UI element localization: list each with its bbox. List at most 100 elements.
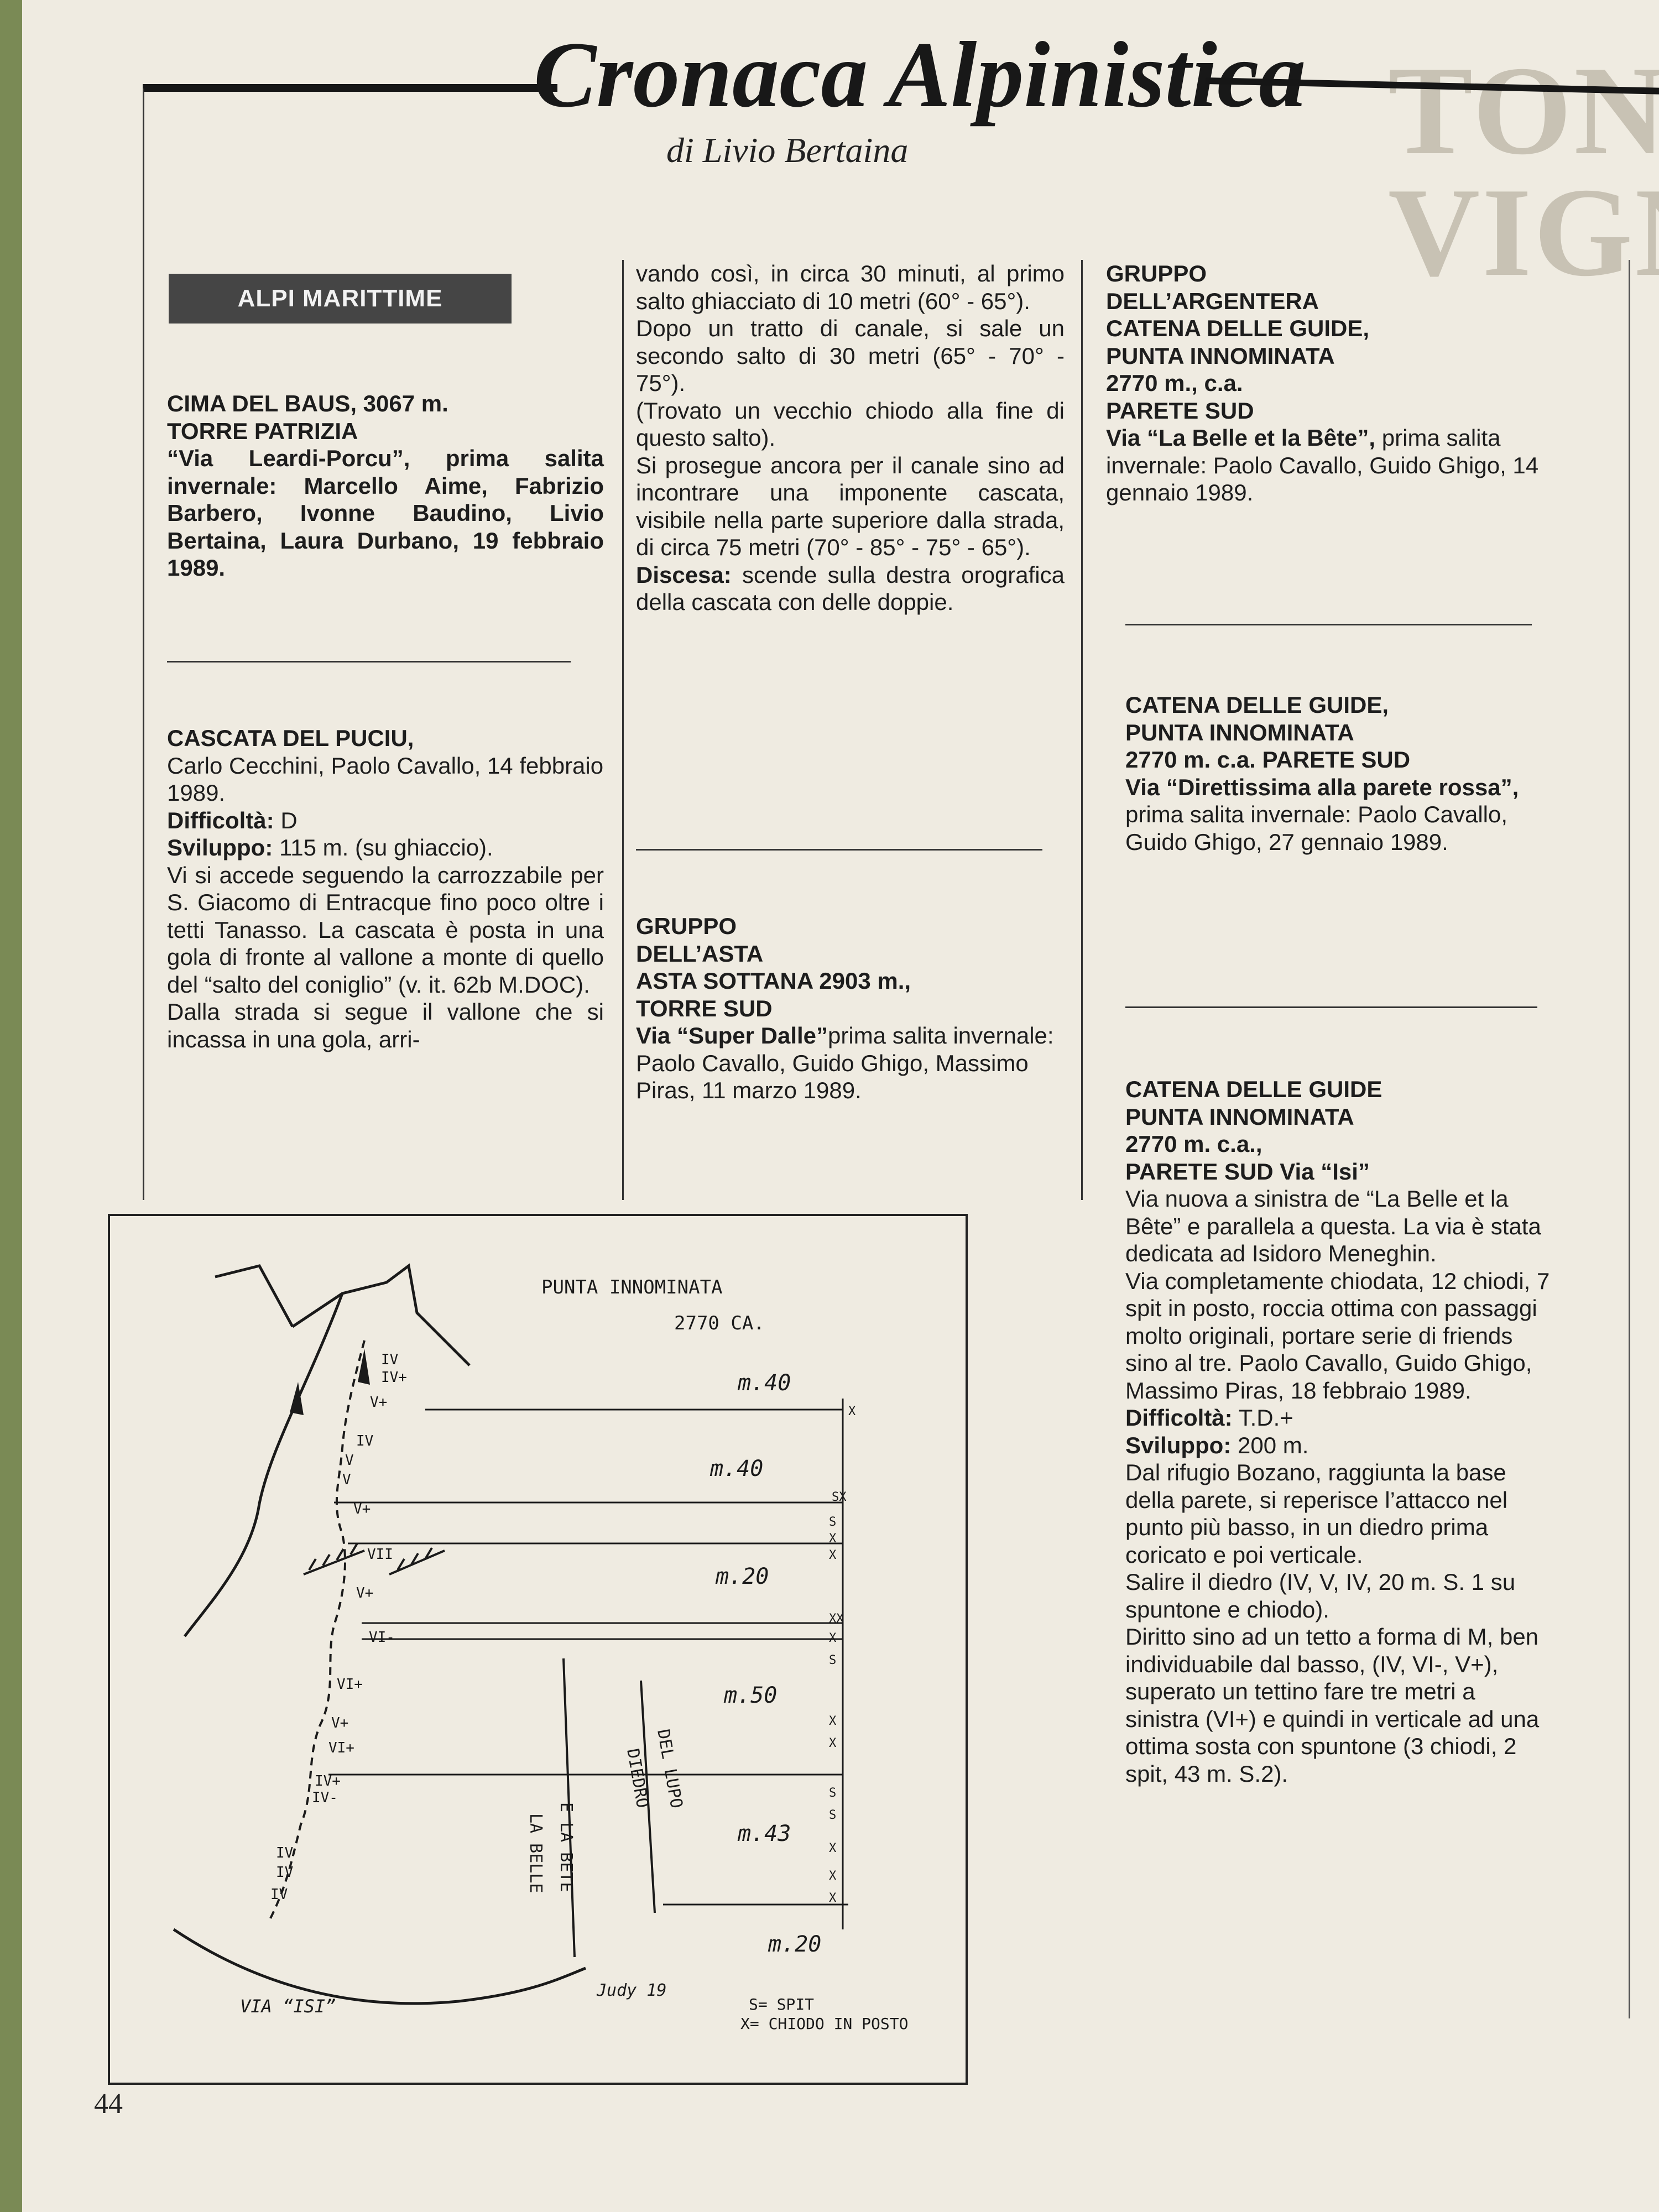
belay-mark: X (829, 1869, 837, 1883)
development-value: 115 m. (su ghiaccio). (273, 834, 493, 860)
heading-punta-innominata-2: PUNTA INNOMINATA (1125, 719, 1354, 745)
separator-4 (1125, 1006, 1537, 1008)
adjacent-title-1: TONINO (1388, 50, 1659, 181)
pitch-length: m.20 (768, 1932, 821, 1957)
page-title: Cronaca Alpinistica (534, 23, 1306, 127)
via-super-dalle-rest: prima salita invernale: Paolo Cavallo, G… (636, 1022, 1054, 1103)
heading-cima-del-baus: CIMA DEL BAUS, 3067 m. (167, 390, 448, 416)
pitch-lines (328, 1399, 848, 1929)
heading-torre-sud: TORRE SUD (636, 995, 773, 1021)
grade-label: IV (270, 1886, 288, 1903)
pitch-length: m.20 (715, 1564, 769, 1589)
heading-parete-sud-isi: PARETE SUD Via “Isi” (1125, 1158, 1370, 1185)
difficulty-value: D (274, 807, 298, 833)
grade-label: VI- (369, 1629, 395, 1646)
isi-p1: Via nuova a sinistra de “La Belle et la … (1125, 1186, 1541, 1266)
heading-asta-sottana: ASTA SOTTANA 2903 m., (636, 968, 911, 994)
belay-mark: SX (832, 1490, 847, 1504)
grade-label: IV+ (381, 1369, 407, 1386)
signature: Judy 19 (596, 1981, 666, 2000)
isi-p5: Diritto sino ad un tetto a forma di M, b… (1125, 1624, 1540, 1787)
belay-mark: S (829, 1808, 836, 1822)
belay-mark: X (829, 1548, 837, 1562)
isi-development-label: Sviluppo: (1125, 1432, 1232, 1458)
cascata-p2: Dopo un tratto di canale, si sale un sec… (636, 315, 1065, 396)
isi-p4: Salire il diedro (IV, V, IV, 20 m. S. 1 … (1125, 1569, 1516, 1623)
heading-punta-innominata: PUNTA INNOMINATA (1106, 342, 1335, 369)
heading-gruppo-2: GRUPPO (1106, 260, 1207, 286)
belay-mark: X (848, 1405, 856, 1418)
column-3b: CATENA DELLE GUIDE, PUNTA INNOMINATA 277… (1125, 691, 1551, 855)
belay-mark: X (829, 1841, 837, 1855)
route-arrow-icon (290, 1382, 304, 1415)
via-leardi-porcu-text: “Via Leardi-Porcu”, prima salita inverna… (167, 445, 604, 582)
heading-gruppo: GRUPPO (636, 913, 737, 939)
belay-mark: X (829, 1736, 837, 1750)
region-badge: ALPI MARITTIME (169, 274, 512, 324)
grade-label: IV (276, 1864, 293, 1881)
column-rule-left (143, 88, 144, 1200)
via-belle-bete-rest: prima salita invernale: Paolo Cavallo, G… (1106, 425, 1539, 505)
isi-p2: Via completamente chiodata, 12 chiodi, 7… (1125, 1267, 1550, 1404)
adjacent-page-bleed: TONINO VIGNA (1388, 50, 1659, 2041)
column-rule-right (1081, 260, 1083, 1200)
via-super-dalle-name: Via “Super Dalle” (636, 1022, 828, 1048)
topo-peak-altitude: 2770 CA. (674, 1312, 765, 1334)
grade-labels: IV IV+ V+ IV V V V+ VII V+ VI- VI+ V+ VI… (270, 1352, 407, 1903)
page-number: 44 (94, 2088, 123, 2120)
difficulty-label: Difficoltà: (167, 807, 274, 833)
via-leardi-porcu-bold: “Via Leardi-Porcu”, prima salita inverna… (167, 445, 604, 581)
isi-difficulty: Difficoltà: T.D.+ (1125, 1404, 1554, 1432)
separator-1 (167, 661, 571, 662)
grade-label: V+ (353, 1501, 371, 1517)
base-slope (173, 1928, 586, 2005)
cascata-p4: Si prosegue ancora per il canale sino ad… (636, 452, 1065, 561)
route-topo-diagram: PUNTA INNOMINATA 2770 CA. m.40 m.40 m.20… (108, 1214, 968, 2085)
legend-chiodo: X= CHIODO IN POSTO (740, 2015, 908, 2033)
roof-hatch (389, 1547, 445, 1575)
isi-development-value: 200 m. (1231, 1432, 1309, 1458)
belay-mark: X (829, 1891, 837, 1905)
adjacent-title-2: VIGNA (1388, 161, 1659, 302)
belay-mark: X (829, 1631, 837, 1645)
route-belle-bete (562, 1658, 576, 1958)
pitch-length: m.40 (709, 1456, 763, 1481)
column-2: vando così, in circa 30 minuti, al primo… (636, 260, 1065, 616)
topo-svg: PUNTA INNOMINATA 2770 CA. m.40 m.40 m.20… (173, 1263, 908, 2033)
pitch-length: m.40 (737, 1370, 791, 1396)
isi-difficulty-value: T.D.+ (1232, 1405, 1293, 1431)
via-direttissima-name: Via “Direttissima alla parete rossa”, (1125, 774, 1519, 800)
via-direttissima-rest: prima salita invernale: Paolo Cavallo, G… (1125, 801, 1508, 855)
heading-altitude: 2770 m., c.a. (1106, 370, 1243, 396)
via-direttissima-text: Via “Direttissima alla parete rossa”, pr… (1125, 774, 1551, 856)
grade-label: IV (381, 1352, 398, 1368)
via-belle-bete-name: Via “La Belle et la Bête”, (1106, 425, 1376, 451)
magazine-page: TONINO VIGNA Cronaca Alpinistica di Livi… (22, 0, 1659, 2212)
heading-catena-guide-3: CATENA DELLE GUIDE (1125, 1076, 1383, 1102)
heading-catena-guide-2: CATENA DELLE GUIDE, (1125, 692, 1389, 718)
via-belle-bete-text: Via “La Belle et la Bête”, prima salita … (1106, 424, 1543, 507)
cascata-difficulty: Difficoltà: D (167, 807, 604, 834)
heading-parete-sud-2: 2770 m. c.a. PARETE SUD (1125, 747, 1411, 773)
belay-mark: S (829, 1653, 836, 1667)
column-3: GRUPPO DELL’ARGENTERA CATENA DELLE GUIDE… (1106, 260, 1543, 507)
belay-mark: S (829, 1515, 836, 1529)
header-rule-left (143, 84, 557, 92)
route-diedro-lupo (640, 1680, 656, 1913)
belay-mark: X (829, 1714, 837, 1728)
via-super-dalle-text: Via “Super Dalle”prima salita invernale:… (636, 1022, 1065, 1104)
grade-label: V+ (356, 1585, 373, 1601)
heading-altitude-3: 2770 m. c.a., (1125, 1131, 1262, 1157)
belay-mark: S (829, 1786, 836, 1800)
belay-marks: X SX S X X XX X S X X S S X X X (829, 1405, 856, 1905)
heading-cascata-puciu: CASCATA DEL PUCIU, (167, 725, 414, 751)
heading-argentera: DELL’ARGENTERA (1106, 288, 1319, 314)
heading-dell-asta: DELL’ASTA (636, 940, 764, 967)
isi-difficulty-label: Difficoltà: (1125, 1405, 1233, 1431)
topo-peak-name: PUNTA INNOMINATA (541, 1276, 723, 1298)
grade-label: VII (367, 1546, 393, 1563)
column-2b: GRUPPO DELL’ASTA ASTA SOTTANA 2903 m., T… (636, 912, 1065, 1104)
grade-label: IV- (312, 1790, 338, 1806)
label-del-lupo: DEL LUPO (653, 1728, 686, 1809)
grade-label: V (342, 1472, 351, 1488)
